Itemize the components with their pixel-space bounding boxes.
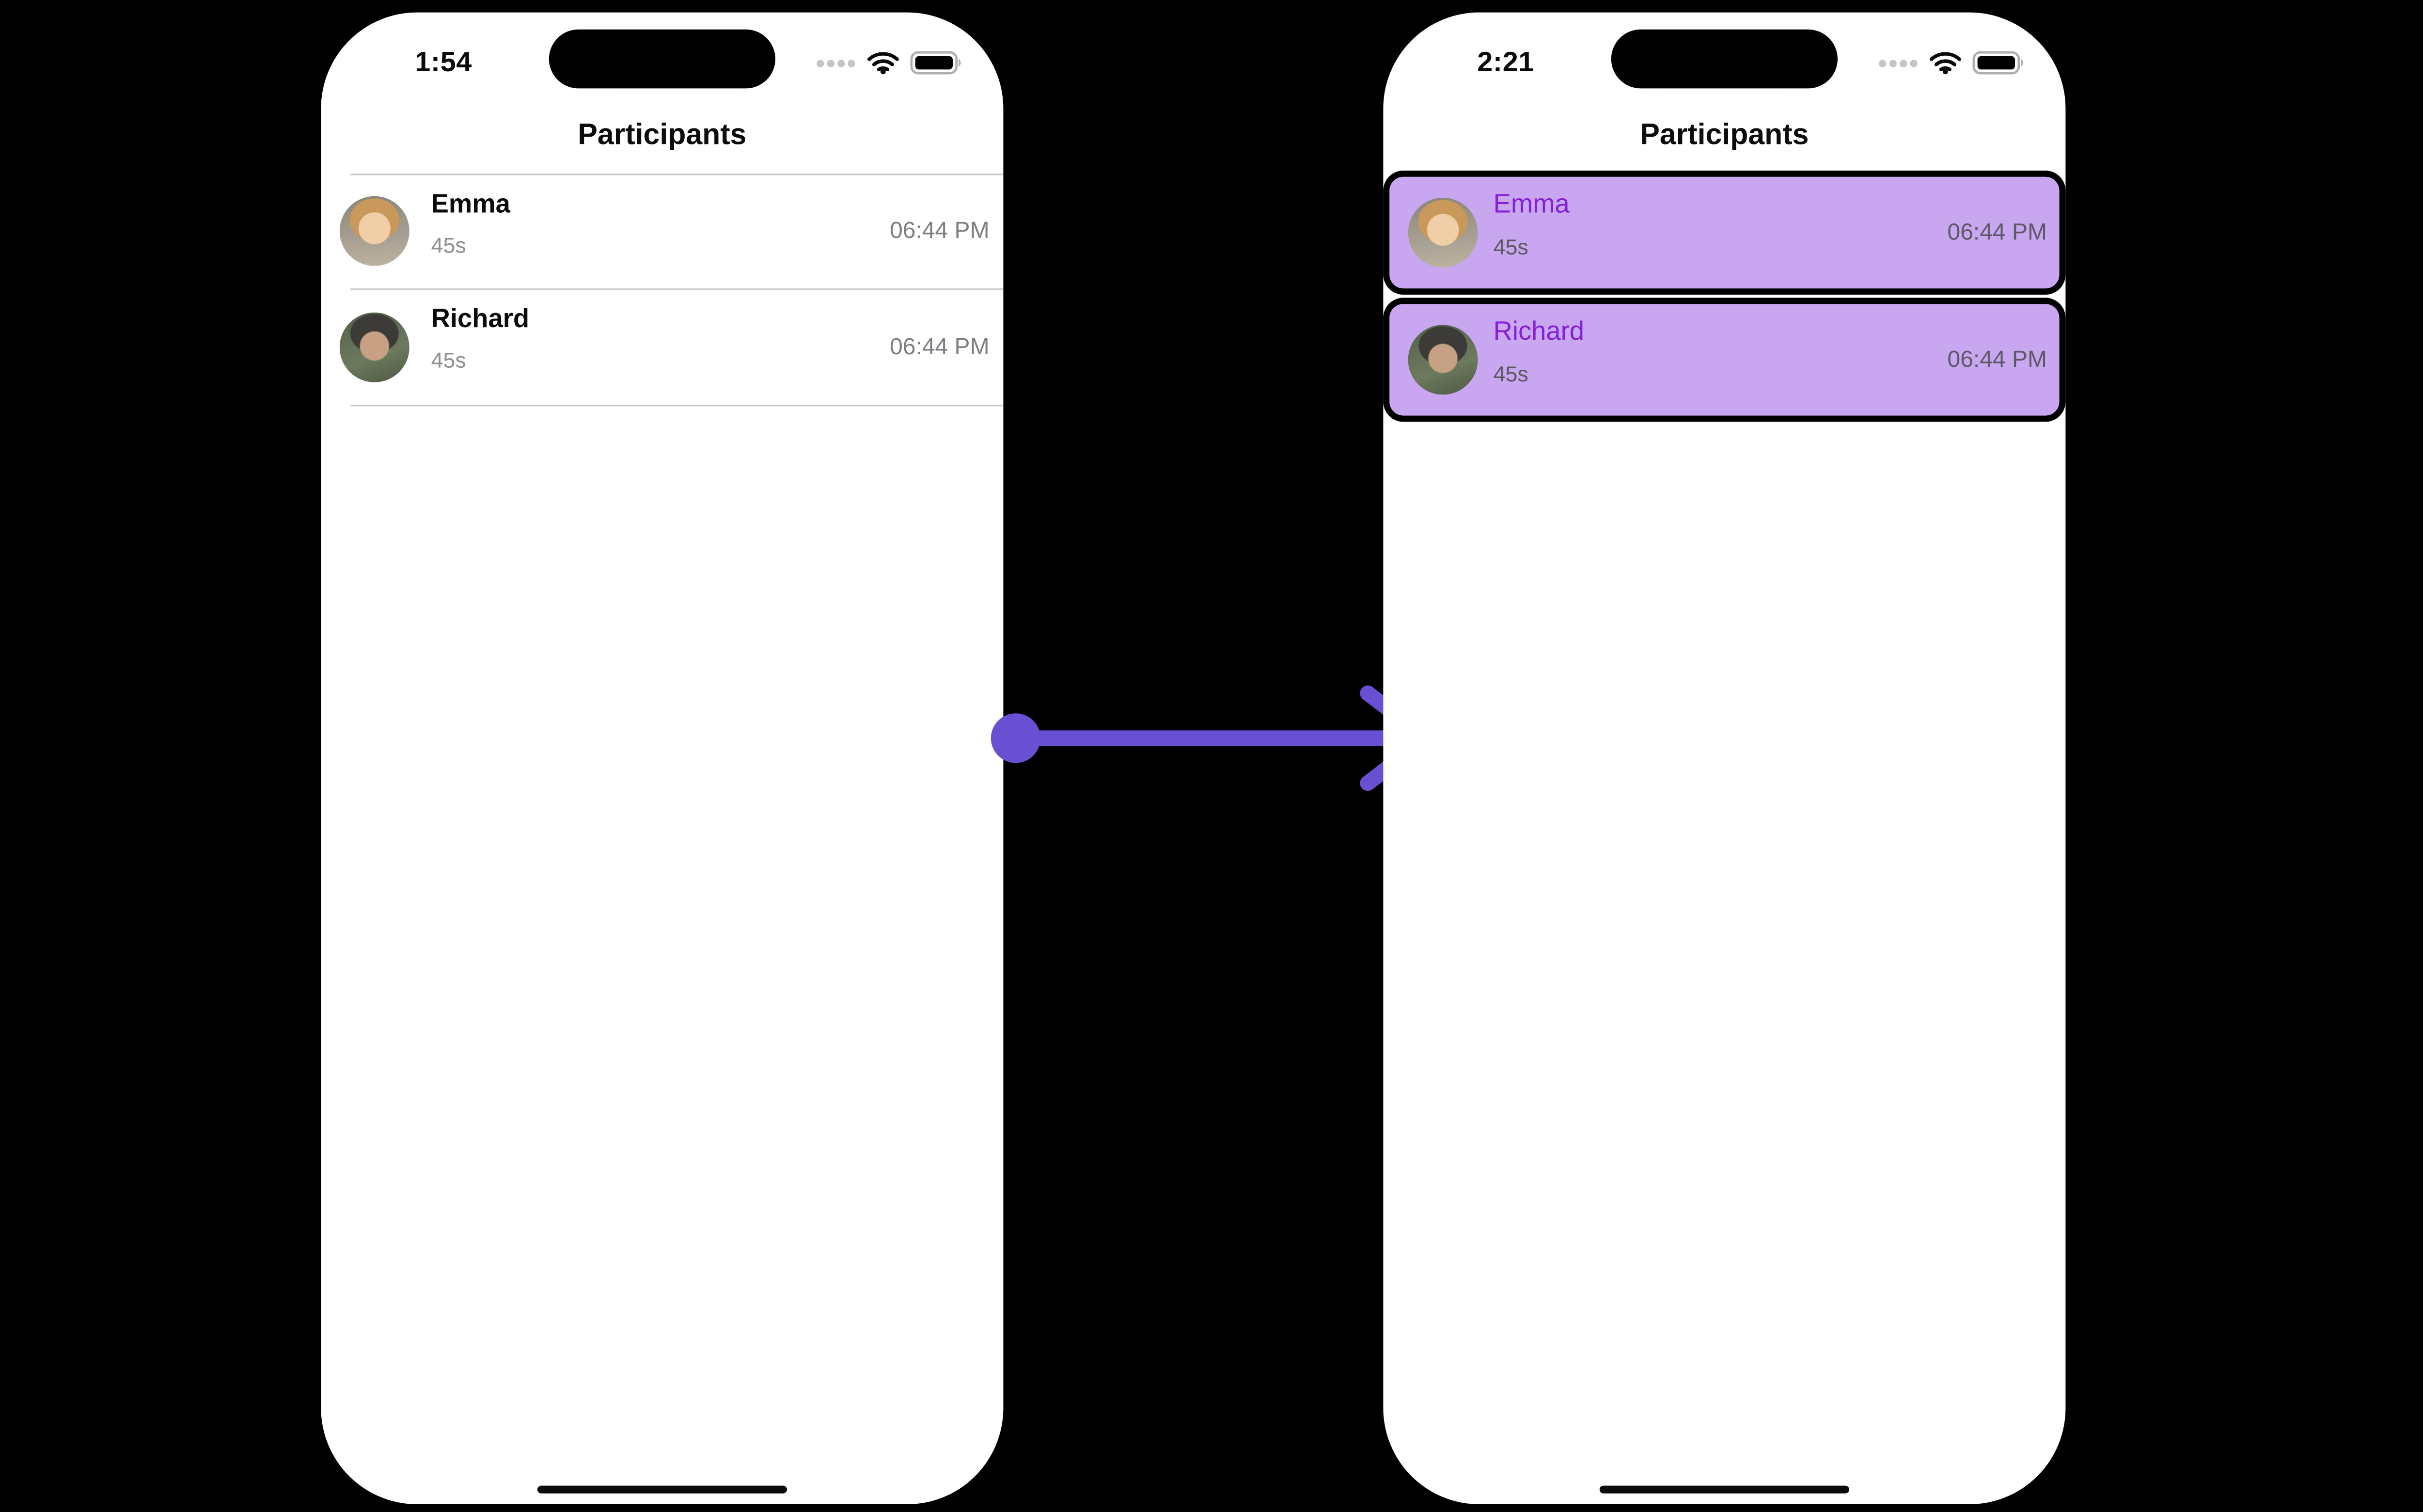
participant-duration: 45s — [431, 233, 466, 258]
participant-time: 06:44 PM — [890, 218, 990, 244]
home-indicator[interactable] — [537, 1485, 787, 1494]
phone-before: 1:54 Participants Emma — [321, 12, 1004, 1504]
battery-icon — [1972, 51, 2023, 75]
cellular-dots-icon — [1879, 59, 1918, 67]
cellular-dots-icon — [817, 59, 855, 67]
wifi-icon — [867, 52, 899, 75]
battery-icon — [910, 51, 961, 75]
participant-time: 06:44 PM — [1947, 346, 2047, 373]
wifi-icon — [1929, 52, 1961, 75]
dynamic-island — [549, 29, 775, 89]
page-title: Participants — [578, 119, 747, 152]
participant-name: Emma — [1493, 189, 1570, 219]
status-bar-icons — [1878, 51, 2025, 75]
separator — [350, 405, 1004, 407]
participant-name: Richard — [431, 304, 530, 333]
participant-time: 06:44 PM — [890, 333, 990, 360]
dynamic-island — [1611, 29, 1838, 89]
home-indicator[interactable] — [1599, 1485, 1849, 1494]
list-item-emma-highlighted[interactable]: Emma 45s 06:44 PM — [1383, 171, 2066, 295]
participant-duration: 45s — [1493, 234, 1528, 259]
status-bar-time: 1:54 — [415, 47, 472, 78]
participants-list: Emma 45s 06:44 PM Richard 45s 06:44 PM — [321, 173, 1004, 407]
avatar-richard-photo — [1408, 325, 1478, 395]
page-title: Participants — [1640, 119, 1809, 152]
avatar-emma-photo — [339, 196, 409, 266]
status-bar-time: 2:21 — [1477, 47, 1535, 78]
status-bar-icons — [816, 51, 963, 75]
list-item-richard[interactable]: Richard 45s 06:44 PM — [321, 288, 1003, 405]
separator — [350, 288, 1004, 290]
participant-time: 06:44 PM — [1947, 219, 2047, 246]
list-item-richard-highlighted[interactable]: Richard 45s 06:44 PM — [1383, 298, 2066, 422]
participant-name: Richard — [1493, 316, 1585, 346]
avatar-emma-photo — [1408, 198, 1478, 268]
phone-after: 2:21 Participants Emma 45 — [1383, 12, 2066, 1504]
avatar-richard-photo — [339, 312, 409, 382]
list-item-emma[interactable]: Emma 45s 06:44 PM — [321, 173, 1003, 288]
participants-list-highlighted: Emma 45s 06:44 PM Richard 45s 06:44 PM — [1383, 171, 2066, 425]
participant-duration: 45s — [1493, 361, 1528, 386]
participant-name: Emma — [431, 189, 510, 219]
participant-duration: 45s — [431, 347, 466, 372]
separator — [350, 173, 1004, 175]
